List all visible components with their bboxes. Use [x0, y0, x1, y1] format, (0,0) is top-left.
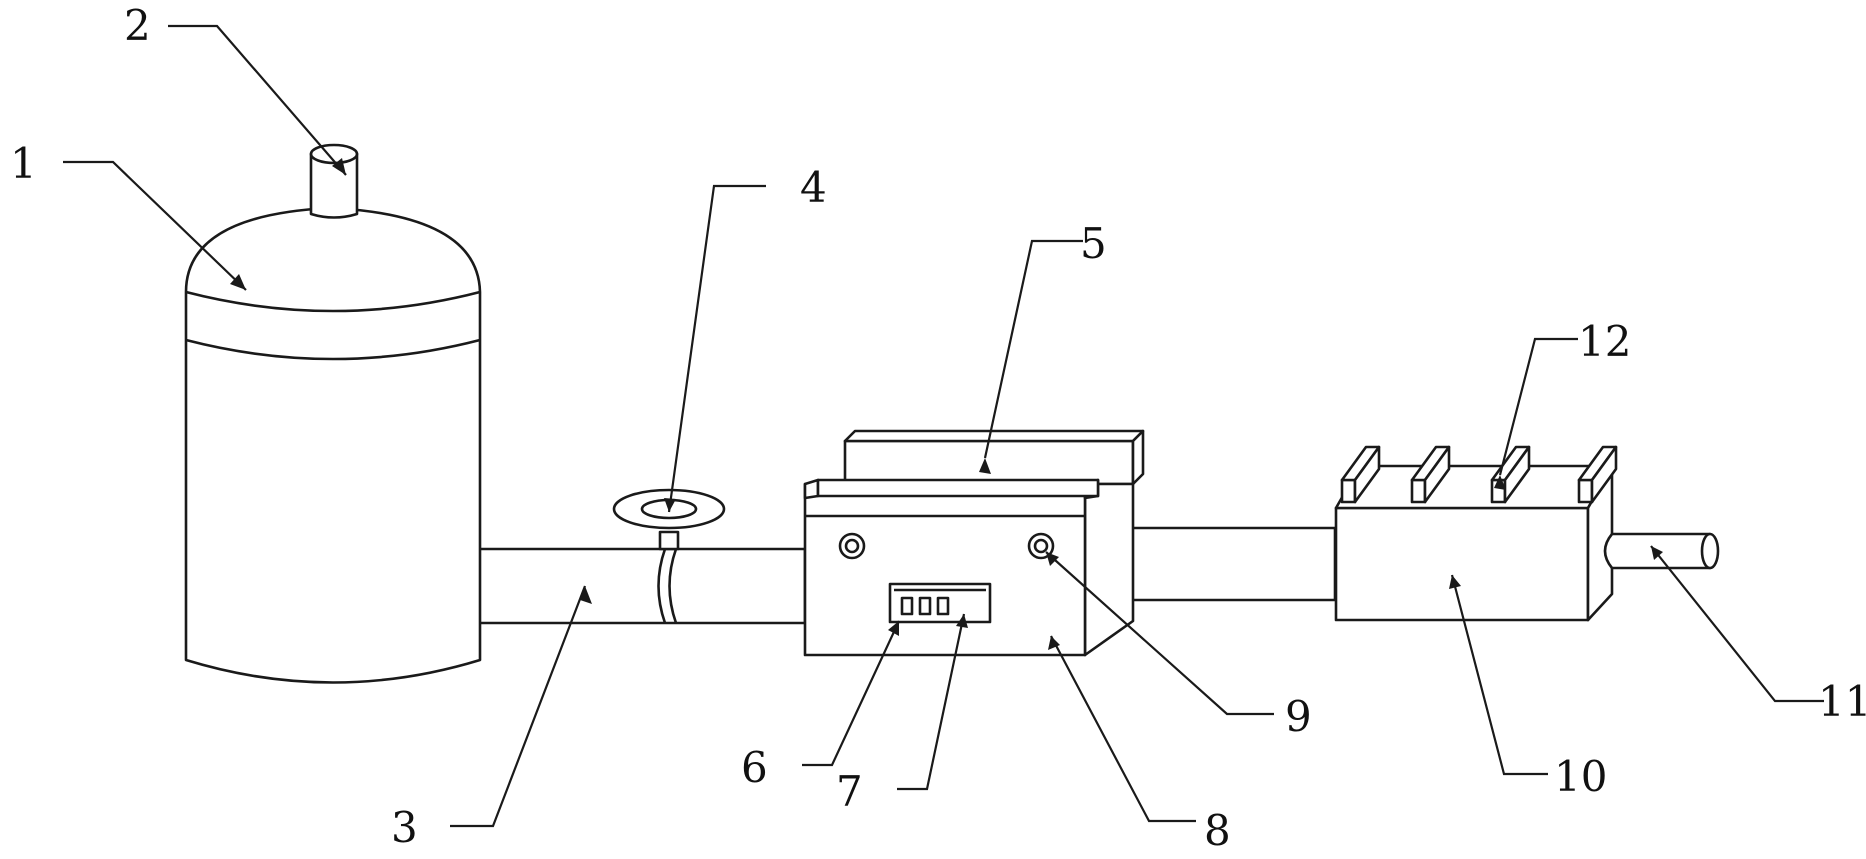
callout-11: 11: [1818, 677, 1866, 726]
callout-10: 10: [1554, 752, 1607, 801]
callout-3: 3: [391, 803, 418, 852]
callout-1: 1: [10, 139, 37, 188]
pipe-3: [459, 547, 807, 625]
tank-1: [184, 206, 482, 684]
pipe-middle: [1108, 526, 1337, 602]
box-8: [803, 429, 1145, 657]
callout-labels: 1 2 3 4 5 6 7 8 9 10 11 12: [10, 1, 1866, 855]
box-10: [1334, 464, 1614, 622]
callout-6: 6: [741, 743, 768, 792]
buttons-6: [900, 596, 950, 616]
callout-12: 12: [1578, 317, 1631, 366]
callout-5: 5: [1080, 219, 1107, 268]
callout-7: 7: [836, 767, 863, 816]
rail-5: [816, 478, 1100, 498]
arrowheads: [230, 158, 1663, 650]
callout-8: 8: [1204, 806, 1231, 855]
callout-2: 2: [124, 1, 151, 50]
outlet-pipe-11: [1603, 532, 1720, 570]
nozzle-2: [309, 143, 359, 219]
callout-9: 9: [1285, 692, 1312, 741]
callout-4: 4: [800, 163, 827, 212]
leader-lines: [63, 24, 1824, 828]
